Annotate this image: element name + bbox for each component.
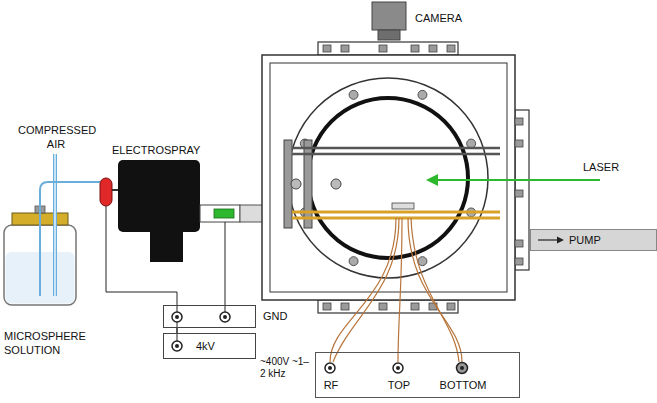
flange-bolt [341, 303, 349, 310]
air-tube-core [54, 154, 56, 296]
flange-bolt [411, 303, 419, 310]
flange-bolt [447, 45, 455, 52]
part-label: LASER [583, 161, 643, 175]
hv-supply-box: 4kV [163, 333, 256, 359]
terminal-core [460, 366, 464, 370]
nozzle-holder [200, 205, 240, 222]
pump-port: PUMP [530, 229, 657, 251]
flange-bolt [411, 45, 419, 52]
terminal [393, 363, 403, 373]
nozzle-tip [214, 209, 234, 218]
side-flange [515, 110, 529, 270]
air-label: COMPRESSED AIR [18, 124, 94, 152]
flow-arrow [531, 230, 571, 250]
part-label: MICROSPHERE SOLUTION [4, 330, 94, 358]
flange-bolt [515, 258, 523, 265]
rf-voltage-label: ~400V ~1–2 kHz [260, 356, 314, 380]
flange-bolt [447, 303, 455, 310]
pin-label: BOTTOM [440, 379, 487, 392]
flange-bolt [341, 45, 349, 52]
window-bolt [467, 139, 476, 148]
pump-label: PUMP [569, 234, 601, 247]
camera-body [372, 2, 406, 30]
electrospray-base [150, 232, 183, 262]
flange-bolt [515, 190, 523, 197]
terminal-core [175, 315, 179, 319]
ground-terminal-box: GND [163, 305, 256, 328]
terminal [172, 312, 182, 322]
terminal-core [175, 344, 179, 348]
ground-wire [225, 222, 226, 312]
bottom-wire [408, 218, 462, 362]
hv-wire [106, 206, 177, 312]
rf-wire [330, 218, 396, 362]
flange-bolt [379, 303, 387, 310]
hv-connector [100, 178, 112, 206]
flange-bolt [323, 45, 331, 52]
part-label: CAMERA [415, 12, 495, 26]
chamber-inner-wall [270, 63, 507, 292]
rf-supply-box: ~400V ~1–2 kHzRFTOPBOTTOM [315, 352, 520, 398]
window-bolt [349, 90, 358, 99]
flange-bolt [515, 240, 523, 247]
terminal-core [223, 315, 227, 319]
flange-bolt [323, 303, 331, 310]
pin-label: RF [324, 379, 339, 392]
window-bolt [349, 257, 358, 266]
window-bolt [418, 90, 427, 99]
flange-bolt [429, 45, 437, 52]
terminal [457, 363, 468, 374]
viewport [308, 98, 468, 258]
flange-bolt [379, 45, 387, 52]
rod-end [291, 179, 301, 189]
terminal-core [328, 366, 332, 370]
terminal [172, 341, 182, 351]
trap-wires [330, 218, 462, 362]
part-label: ELECTROSPRAY [112, 144, 212, 158]
voltage-label: 4kV [196, 340, 215, 353]
feed-tube [40, 182, 100, 296]
bottom-wire [411, 218, 459, 362]
rod-end [331, 179, 341, 189]
flow-arrow-shaft [538, 239, 559, 240]
ground-label: GND [263, 310, 287, 323]
window-bolt [418, 257, 427, 266]
terminal-core [396, 366, 400, 370]
laser-beam [436, 179, 600, 181]
trap-electrode [392, 203, 414, 209]
rf-wire [333, 218, 399, 362]
flow-arrow-head [557, 237, 564, 244]
flange-bolt [515, 118, 523, 125]
supply-wire [177, 322, 178, 341]
pin-label: TOP [388, 379, 410, 392]
laser-arrowhead [426, 174, 438, 186]
top-electrode [292, 148, 500, 154]
top-flange [318, 42, 458, 55]
window-flange [288, 78, 488, 278]
terminal [325, 363, 335, 373]
top-wire [398, 218, 402, 362]
terminal [220, 312, 230, 322]
capsule-link [112, 189, 118, 191]
bottom-electrode [292, 212, 500, 218]
camera-lens [378, 30, 400, 40]
electrospray-body [118, 160, 200, 232]
flange-bolt [515, 140, 523, 147]
air-tube [53, 154, 57, 296]
